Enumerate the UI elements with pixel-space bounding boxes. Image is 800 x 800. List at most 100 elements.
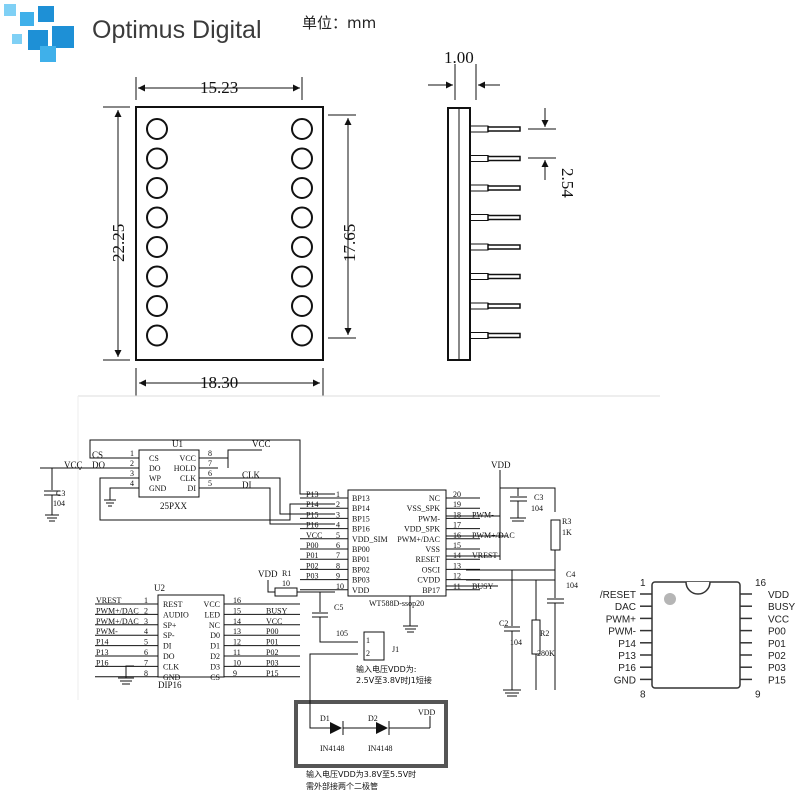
pin-hole <box>146 324 168 347</box>
side-pin-lead <box>487 273 521 280</box>
c3-left-value: 104 <box>53 499 65 508</box>
diode-note-2: 需外部接两个二极管 <box>306 781 378 791</box>
u1-ref: U1 <box>172 439 183 449</box>
u2-pin-name: D3 <box>210 662 220 671</box>
side-pin-lead <box>487 214 521 221</box>
wt588d-pin-name: BP14 <box>352 504 370 513</box>
dim-left-height: 22.25 <box>109 224 128 262</box>
u2-pin-num: 10 <box>233 658 241 667</box>
pinout-pin-num: 9 <box>755 689 761 700</box>
u2-part: DIP16 <box>158 680 182 690</box>
u2-net-label: P14 <box>96 638 108 647</box>
wt588d-net-label: P16 <box>306 521 318 530</box>
r1-ref: R1 <box>282 569 291 578</box>
u2-pin-name: CLK <box>163 662 179 671</box>
u2-net-label: VCC <box>266 617 282 626</box>
r2-ref: R2 <box>540 629 549 638</box>
u2-pin-name: GND <box>163 673 181 682</box>
u2-pin-name: SP+ <box>163 621 177 630</box>
u1-pin-name: GND <box>149 484 167 493</box>
pinout-left-label: P14 <box>618 639 636 650</box>
brand-name: Optimus Digital <box>92 16 262 44</box>
pinout-right-label: VDD <box>768 590 789 601</box>
dim-inner-height: 17.65 <box>340 224 359 262</box>
pin-hole <box>291 324 313 347</box>
wt588d-pin-num: 2 <box>336 500 340 509</box>
pin-hole <box>146 265 168 288</box>
wt588d-pin-name: PWM- <box>418 514 440 523</box>
module-top-view <box>135 106 324 361</box>
wt588d-pin-name: VDD_SIM <box>352 535 388 544</box>
vdd-top-label: VDD <box>491 460 511 470</box>
wt588d-pin-name: VDD <box>352 586 370 595</box>
pin-hole <box>291 265 313 288</box>
pin-hole <box>291 118 313 140</box>
c3-top-ref: C3 <box>534 493 543 502</box>
wt588d-pin-name: CVDD <box>417 576 440 585</box>
wt588d-pin-name: RESET <box>416 555 441 564</box>
side-pins <box>470 125 521 339</box>
u1-pin-num: 1 <box>130 449 134 458</box>
vdd-diode-label: VDD <box>418 708 436 717</box>
pinout-left-label: DAC <box>615 602 636 613</box>
u2-body <box>157 594 225 678</box>
dim-pin-pitch: 2.54 <box>558 168 577 198</box>
pin-hole <box>291 295 313 317</box>
wt588d-pin-num: 9 <box>336 572 340 581</box>
u2-net-label: P00 <box>266 627 278 636</box>
u2-pin-num: 15 <box>233 606 241 615</box>
unit-label: 单位：mm <box>302 14 376 32</box>
wt588d-pin-num: 13 <box>453 561 461 570</box>
u2-net-label: PWM- <box>96 627 118 636</box>
side-pin-lead <box>487 185 521 191</box>
d1-value: IN4148 <box>320 744 344 753</box>
pin-hole <box>291 147 313 170</box>
pin-hole <box>146 295 168 317</box>
net-label-di: DI <box>242 480 252 490</box>
r1-value: 10 <box>282 579 290 588</box>
wt588d-net-label: PWM+/DAC <box>472 531 515 540</box>
dim-pin-thickness: 1.00 <box>444 48 474 67</box>
wt588d-body <box>347 489 447 597</box>
u2-pin-name: D1 <box>210 642 220 651</box>
pin-hole <box>291 206 313 229</box>
j1-note-2: 2.5V至3.8V时J1短接 <box>356 675 432 685</box>
u2-pin-name: LED <box>204 610 220 619</box>
u2-pin-num: 8 <box>144 669 148 678</box>
u2-pin-num: 7 <box>144 658 148 667</box>
vdd-left-label: VDD <box>258 569 278 579</box>
pinout-right-label: VCC <box>768 614 789 625</box>
u2-pin-name: DI <box>163 642 172 651</box>
wt588d-pin-num: 4 <box>336 521 340 530</box>
side-pin-lead <box>487 155 521 162</box>
u1-body <box>138 449 200 498</box>
u2-net-label: BUSY <box>266 606 288 615</box>
side-pin-lead <box>487 303 521 309</box>
u2-pin-num: 16 <box>233 596 241 605</box>
u2-pin-num: 11 <box>233 648 241 657</box>
pinout-left-label: /RESET <box>600 590 636 601</box>
u2-net-label: P02 <box>266 648 278 657</box>
net-label-do: DO <box>92 460 105 470</box>
wt588d-net-label: PWM- <box>472 510 494 519</box>
wt588d-pin-num: 15 <box>453 541 461 550</box>
pin-hole <box>146 236 168 258</box>
wt588d-pin-num: 1 <box>336 490 340 499</box>
pinout-pin-num: 1 <box>640 578 646 589</box>
u1-pin-name: CLK <box>180 474 196 483</box>
j1-pin2: 2 <box>366 649 370 658</box>
wt588d-part: WT588D-ssop20 <box>369 599 424 608</box>
u2-pin-num: 3 <box>144 617 148 626</box>
wt588d-pin-num: 6 <box>336 541 340 550</box>
d2-ref: D2 <box>368 714 378 723</box>
u2-net-label: PWM+/DAC <box>96 617 139 626</box>
pinout-right-label: P00 <box>768 627 786 638</box>
wt588d-net-label: P14 <box>306 500 318 509</box>
wt588d-pin-name: BP02 <box>352 565 370 574</box>
net-label-vcc-left: VCC <box>64 460 83 470</box>
pinout-right-label: P02 <box>768 651 786 662</box>
